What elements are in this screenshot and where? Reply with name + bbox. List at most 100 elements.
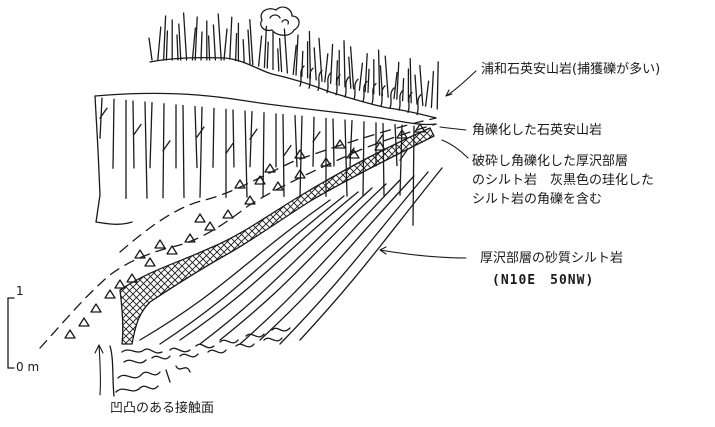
breccia-triangle <box>334 139 346 149</box>
grass-stroke <box>292 44 297 76</box>
label-crushed-line1: 破砕し角礫化した厚沢部層 <box>472 154 629 169</box>
grass-stroke <box>217 13 222 61</box>
label-contact-surface: 凹凸のある接触面 <box>110 401 215 416</box>
joint-branch <box>399 149 408 161</box>
joint-line <box>232 109 235 168</box>
breccia-triangle <box>134 249 146 259</box>
grass-stroke <box>301 50 304 78</box>
andesite-top-line <box>94 92 437 126</box>
breccia-triangle <box>272 181 284 191</box>
breccia-triangle <box>348 149 360 159</box>
grass-stroke <box>348 56 352 89</box>
bedding-line <box>259 175 415 341</box>
urawa-andesite-body <box>94 92 437 225</box>
leader-crushed <box>441 139 469 159</box>
joint-line <box>332 118 335 167</box>
grass-stroke <box>358 62 364 91</box>
grass-stroke <box>398 89 404 111</box>
bedding-line <box>199 187 373 345</box>
joint-line <box>294 114 298 168</box>
bedding-line <box>179 191 359 341</box>
grass-stroke <box>416 93 422 116</box>
breccia-triangle <box>114 279 126 289</box>
joint-line <box>194 105 198 169</box>
grass-stroke <box>200 31 203 61</box>
joint-line <box>144 101 148 199</box>
scale-bar <box>7 297 15 369</box>
label-crushed-line2: のシルト岩 灰黒色の珪化した <box>472 173 655 188</box>
scale-bottom-label: 0 m <box>16 360 40 374</box>
andesite-left-edge <box>94 95 101 223</box>
grass-stroke <box>295 34 299 76</box>
label-crushed-line3: シルト岩の角礫を含む <box>472 192 603 207</box>
bedding-line <box>279 171 429 345</box>
grass-stroke <box>212 24 217 61</box>
grass-stroke <box>436 61 439 110</box>
grass-stroke <box>157 26 162 61</box>
grass-stroke <box>409 58 412 104</box>
breccia-triangle <box>254 175 266 185</box>
rubble-outline <box>109 345 115 397</box>
lower-rubble <box>109 327 291 397</box>
joint-branch <box>162 140 171 152</box>
grass-stroke <box>234 32 238 62</box>
joint-line <box>262 112 265 198</box>
grass-stroke <box>223 28 228 61</box>
soil-top-line <box>149 56 437 119</box>
leader-lines <box>94 70 477 396</box>
label-brecciated-andesite: 角礫化した石英安山岩 <box>472 123 603 138</box>
grass-stroke <box>407 91 413 114</box>
grass-stroke <box>329 43 334 84</box>
grass-stroke <box>299 65 305 87</box>
leader-contact <box>94 344 104 396</box>
grass-stroke <box>266 41 269 69</box>
joint-line <box>199 106 203 198</box>
label-sandy-siltstone: 厚沢部層の砂質シルト岩 <box>480 251 624 266</box>
grass-stroke <box>377 49 381 96</box>
grass-stroke <box>308 67 314 89</box>
breccia-triangle <box>104 289 116 299</box>
grass-stroke <box>424 80 430 107</box>
grass-stroke <box>419 64 424 107</box>
breccia-triangle <box>264 163 276 173</box>
bedding-lines <box>139 167 443 345</box>
breccia-triangle <box>234 179 246 189</box>
andesite-base-left <box>95 221 133 225</box>
grass-stroke <box>324 53 329 83</box>
joint-branch <box>99 107 108 119</box>
grass-stroke <box>308 30 312 80</box>
breccia-triangle <box>166 245 178 255</box>
grass-stroke <box>371 82 377 105</box>
grass-stroke <box>247 29 251 65</box>
grass-stroke <box>165 30 169 61</box>
joint-line <box>299 115 303 197</box>
scale-top-label: 1 <box>16 284 24 298</box>
breccia-triangle <box>294 169 306 179</box>
bedding-line <box>299 167 443 341</box>
joint-line <box>212 107 215 168</box>
crushed-siltstone-band <box>119 127 435 345</box>
grass-stroke <box>162 15 167 61</box>
grass-stroke <box>229 16 233 60</box>
joint-branch <box>283 144 292 157</box>
breccia-triangle <box>374 141 386 151</box>
joint-line <box>182 104 185 199</box>
joint-branch <box>375 133 384 145</box>
grass-stroke <box>182 12 188 61</box>
shrub <box>260 6 300 36</box>
grass-stroke <box>353 78 359 100</box>
breccia-triangle <box>244 195 256 205</box>
grass-stroke <box>148 37 153 61</box>
grass-stroke <box>277 48 280 72</box>
grass-stroke <box>414 74 418 105</box>
grass-stroke <box>313 47 317 81</box>
grass-stroke <box>191 27 197 61</box>
joint-line <box>149 102 153 169</box>
breccia-triangle <box>154 239 166 249</box>
breccia-triangle <box>64 329 76 339</box>
breccia-triangle <box>78 317 90 327</box>
joint-line <box>112 98 115 169</box>
label-urawa-andesite: 浦和石英安山岩(捕獲礫が多い) <box>481 62 661 77</box>
grass-stroke <box>349 46 355 90</box>
